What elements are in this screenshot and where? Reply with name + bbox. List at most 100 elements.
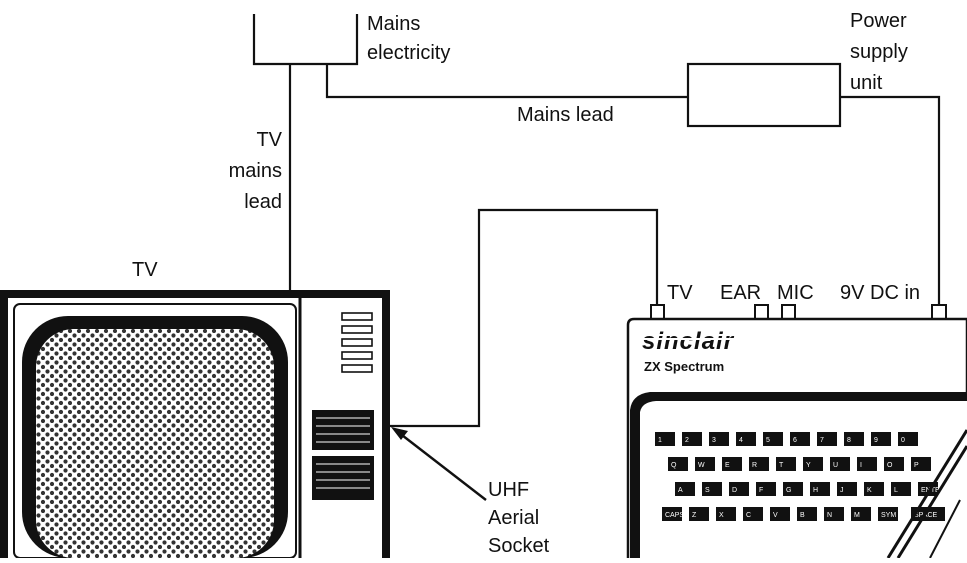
television [0, 290, 390, 559]
key-label: 7 [820, 437, 824, 444]
label-port-mic: MIC [777, 282, 814, 304]
key-label: 5 [766, 437, 770, 444]
key-i [857, 457, 877, 471]
key-6 [790, 432, 810, 446]
label-mains-lead: Mains lead [517, 104, 614, 126]
model-name: ZX Spectrum [644, 359, 724, 374]
key-x [716, 507, 736, 521]
label-tv-mains-lead-3: lead [244, 191, 282, 213]
key-m [851, 507, 871, 521]
label-uhf-1: UHF [488, 479, 530, 501]
key-d [729, 482, 749, 496]
key-s [702, 482, 722, 496]
label-port-tv: TV [667, 282, 693, 304]
key-r [749, 457, 769, 471]
key-label: T [779, 462, 784, 469]
key-label: 1 [658, 437, 662, 444]
key-b [797, 507, 817, 521]
key-7 [817, 432, 837, 446]
key-label: K [867, 487, 872, 494]
tv-control-buttons [341, 312, 373, 373]
key-u [830, 457, 850, 471]
key-label: E [725, 462, 730, 469]
key-label: 6 [793, 437, 797, 444]
key-t [776, 457, 796, 471]
key-2 [682, 432, 702, 446]
label-mains-electricity-2: electricity [367, 42, 451, 64]
label-port-power: 9V DC in [840, 282, 921, 304]
key-label: J [840, 487, 844, 494]
key-label: Y [806, 462, 811, 469]
key-label: R [752, 462, 757, 469]
svg-text:sinclair: sinclair [642, 328, 735, 355]
spectrum-cables [886, 429, 967, 559]
key-p [911, 457, 931, 471]
key-label: A [678, 487, 683, 494]
key-y [803, 457, 823, 471]
label-uhf-3: Socket [488, 535, 550, 557]
label-power-supply-1: Power [850, 10, 907, 32]
key-o [884, 457, 904, 471]
key-5 [763, 432, 783, 446]
key-label: X [719, 512, 724, 519]
key-w [695, 457, 715, 471]
mains-lead-wire [325, 64, 688, 99]
tv-aerial-lead-wire [386, 208, 659, 428]
key-label: L [894, 487, 898, 494]
key-0 [898, 432, 918, 446]
key-label: U [833, 462, 838, 469]
key-4 [736, 432, 756, 446]
key-9 [871, 432, 891, 446]
tv-speaker-grille-upper [312, 410, 374, 450]
key-g [783, 482, 803, 496]
key-label: SYM [881, 512, 896, 519]
key-a [675, 482, 695, 496]
uhf-pointer-arrow [391, 427, 487, 501]
label-tv-mains-lead-2: mains [228, 160, 282, 182]
label-power-supply-2: supply [850, 41, 908, 63]
key-sym [878, 507, 898, 521]
key-label: 0 [901, 437, 905, 444]
key-label: 9 [874, 437, 878, 444]
key-label: 8 [847, 437, 851, 444]
key-caps [662, 507, 682, 521]
key-label: D [732, 487, 737, 494]
key-label: Q [671, 462, 677, 469]
key-e [722, 457, 742, 471]
label-uhf-2: Aerial [488, 507, 540, 529]
key-h [810, 482, 830, 496]
key-label: ENTER [921, 487, 945, 494]
label-tv: TV [132, 259, 158, 281]
label-tv-mains-lead-1: TV [256, 129, 282, 151]
key-label: O [887, 462, 893, 469]
key-label: N [827, 512, 832, 519]
key-label: V [773, 512, 778, 519]
key-v [770, 507, 790, 521]
key-label: 3 [712, 437, 716, 444]
label-port-ear: EAR [720, 282, 762, 304]
key-n [824, 507, 844, 521]
tv-speaker-grille-lower [312, 456, 374, 500]
key-l [891, 482, 911, 496]
key-j [837, 482, 857, 496]
power-supply-unit [686, 62, 842, 128]
key-label: H [813, 487, 818, 494]
key-label: F [759, 487, 763, 494]
key-label: 2 [685, 437, 689, 444]
dc-power-wire [840, 95, 941, 306]
mains-socket [252, 14, 359, 66]
key-3 [709, 432, 729, 446]
sinclair-logo: sinclair [640, 328, 778, 355]
key-f [756, 482, 776, 496]
key-z [689, 507, 709, 521]
key-space [911, 507, 945, 521]
key-q [668, 457, 688, 471]
key-label: M [854, 512, 860, 519]
key-1 [655, 432, 675, 446]
key-label: 4 [739, 437, 743, 444]
key-label: C [746, 512, 751, 519]
key-8 [844, 432, 864, 446]
